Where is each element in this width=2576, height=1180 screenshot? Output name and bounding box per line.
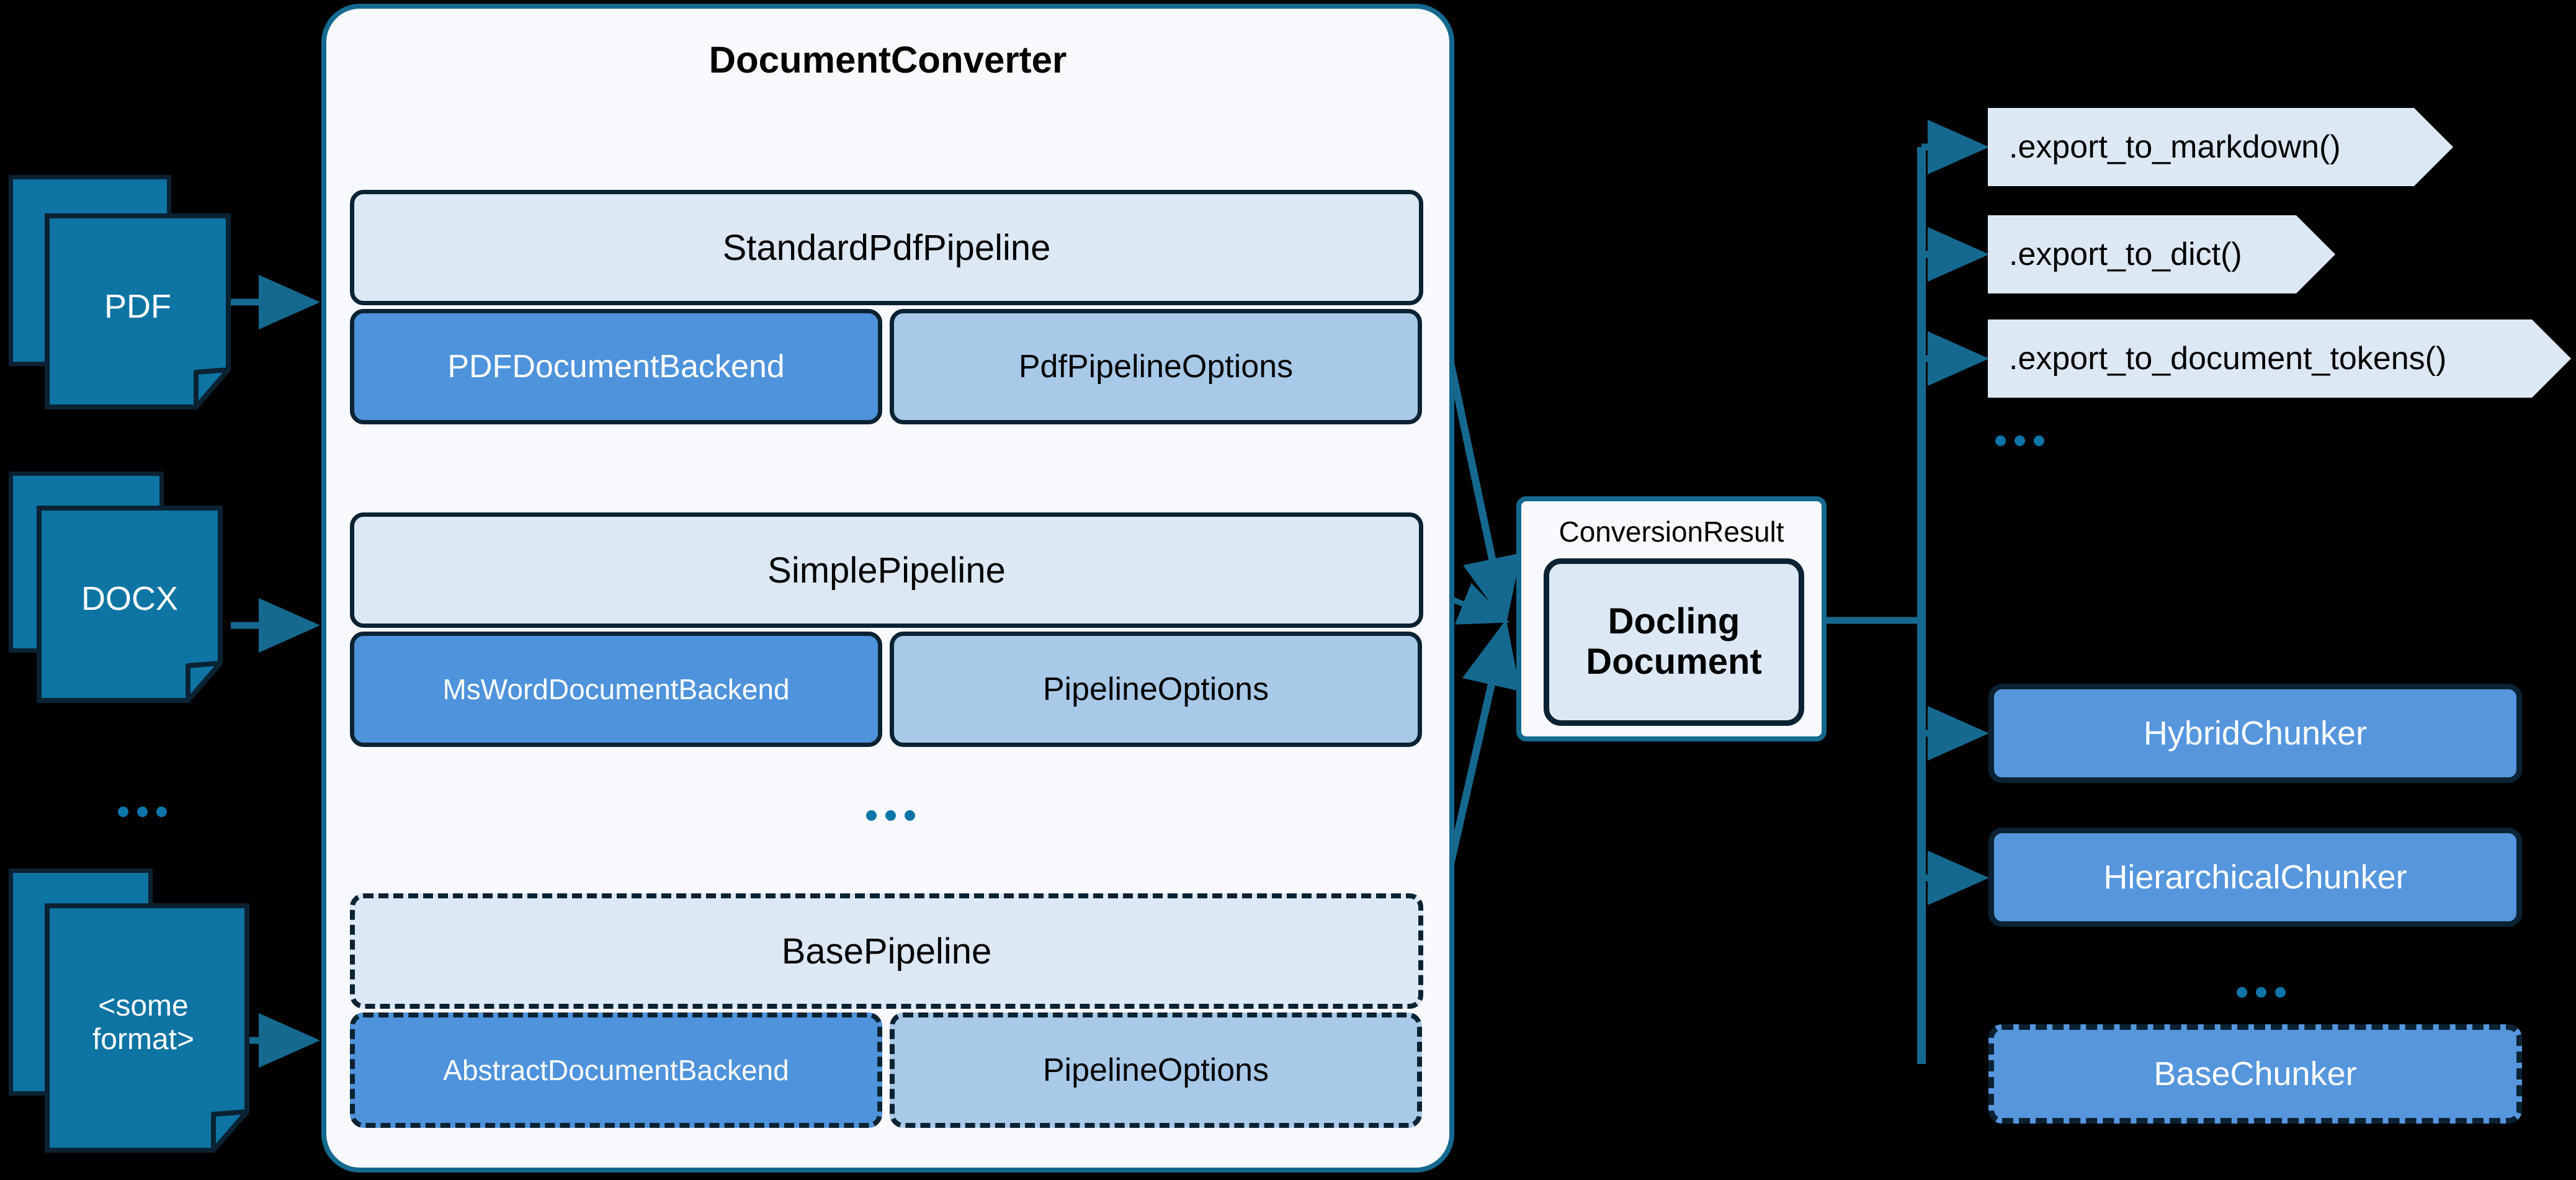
export-to-dict-chevron[interactable]: .export_to_dict() — [1988, 215, 2335, 293]
some-format-label-line2: format> — [92, 1023, 195, 1056]
export-to-markdown-chevron[interactable]: .export_to_markdown() — [1988, 108, 2453, 186]
pipeline-row-base: AbstractDocumentBackend PipelineOptions — [350, 1012, 1423, 1128]
docx-document-label: DOCX — [37, 506, 223, 692]
base-chunker-label: BaseChunker — [2153, 1055, 2357, 1093]
options-pdf-pipeline-options[interactable]: PdfPipelineOptions — [890, 309, 1422, 424]
pipeline-standard-pdf[interactable]: StandardPdfPipeline PDFDocumentBackend P… — [350, 190, 1423, 424]
pdf-document-label: PDF — [45, 213, 231, 400]
converter-title: DocumentConverter — [709, 39, 1067, 81]
hierarchical-chunker-box[interactable]: HierarchicalChunker — [1988, 828, 2522, 927]
input-documents-ellipsis — [118, 807, 167, 817]
ellipsis-dot — [2034, 436, 2044, 446]
backend-msword-document-backend[interactable]: MsWordDocumentBackend — [350, 632, 882, 747]
export-to-document-tokens-label: .export_to_document_tokens() — [2009, 341, 2447, 377]
ellipsis-dot — [866, 810, 877, 821]
docling-document-line1: Docling — [1608, 601, 1740, 642]
pdf-document[interactable]: PDF — [9, 175, 232, 411]
pipeline-header-base: BasePipeline — [350, 893, 1423, 1009]
docx-document-front-sheet — [37, 506, 223, 703]
ellipsis-dot — [2275, 987, 2286, 998]
backend-pdf-document-backend[interactable]: PDFDocumentBackend — [350, 309, 882, 424]
pipelines-ellipsis — [866, 810, 915, 821]
pdf-document-front-sheet — [45, 213, 231, 409]
pipeline-simple[interactable]: SimplePipeline MsWordDocumentBackend Pip… — [350, 512, 1423, 747]
pipeline-row-standard-pdf: PDFDocumentBackend PdfPipelineOptions — [350, 309, 1423, 424]
docx-label-line: DOCX — [81, 579, 178, 617]
pipeline-header-simple: SimplePipeline — [350, 512, 1423, 628]
hierarchical-chunker-label: HierarchicalChunker — [2103, 859, 2407, 896]
export-to-document-tokens-chevron[interactable]: .export_to_document_tokens() — [1988, 320, 2571, 398]
ellipsis-dot — [885, 810, 896, 821]
some-format-label-line1: <some — [98, 990, 189, 1023]
conversion-result-label: ConversionResult — [1559, 516, 1784, 548]
pdf-label-line: PDF — [104, 287, 171, 325]
docling-document-line2: Document — [1586, 641, 1762, 682]
conversion-result-container: ConversionResult Docling Document — [1516, 496, 1827, 741]
ellipsis-dot — [2256, 987, 2266, 998]
docx-document[interactable]: DOCX — [9, 472, 232, 716]
hybrid-chunker-label: HybridChunker — [2143, 715, 2368, 752]
ellipsis-dot — [137, 807, 148, 817]
hybrid-chunker-box[interactable]: HybridChunker — [1988, 684, 2522, 783]
pipeline-row-simple: MsWordDocumentBackend PipelineOptions — [350, 632, 1423, 747]
ellipsis-dot — [156, 807, 167, 817]
pipeline-base[interactable]: BasePipeline AbstractDocumentBackend Pip… — [350, 893, 1423, 1128]
docling-document-box[interactable]: Docling Document — [1544, 558, 1804, 726]
chunkers-ellipsis — [2237, 987, 2286, 998]
some-format-document-label: <some format> — [45, 903, 242, 1143]
export-to-dict-label: .export_to_dict() — [2009, 236, 2242, 272]
ellipsis-dot — [1995, 436, 2006, 446]
some-format-document[interactable]: <some format> — [9, 869, 257, 1160]
options-pipeline-options-simple[interactable]: PipelineOptions — [890, 632, 1422, 747]
export-to-markdown-label: .export_to_markdown() — [2009, 129, 2341, 165]
ellipsis-dot — [2015, 436, 2025, 446]
ellipsis-dot — [905, 810, 915, 821]
ellipsis-dot — [118, 807, 128, 817]
pipeline-header-standard-pdf: StandardPdfPipeline — [350, 190, 1423, 305]
some-format-front-sheet — [45, 903, 249, 1153]
base-chunker-box[interactable]: BaseChunker — [1988, 1024, 2522, 1124]
backend-abstract-document-backend[interactable]: AbstractDocumentBackend — [350, 1012, 882, 1128]
ellipsis-dot — [2237, 987, 2247, 998]
exports-ellipsis — [1995, 436, 2044, 446]
options-pipeline-options-base[interactable]: PipelineOptions — [890, 1012, 1422, 1128]
